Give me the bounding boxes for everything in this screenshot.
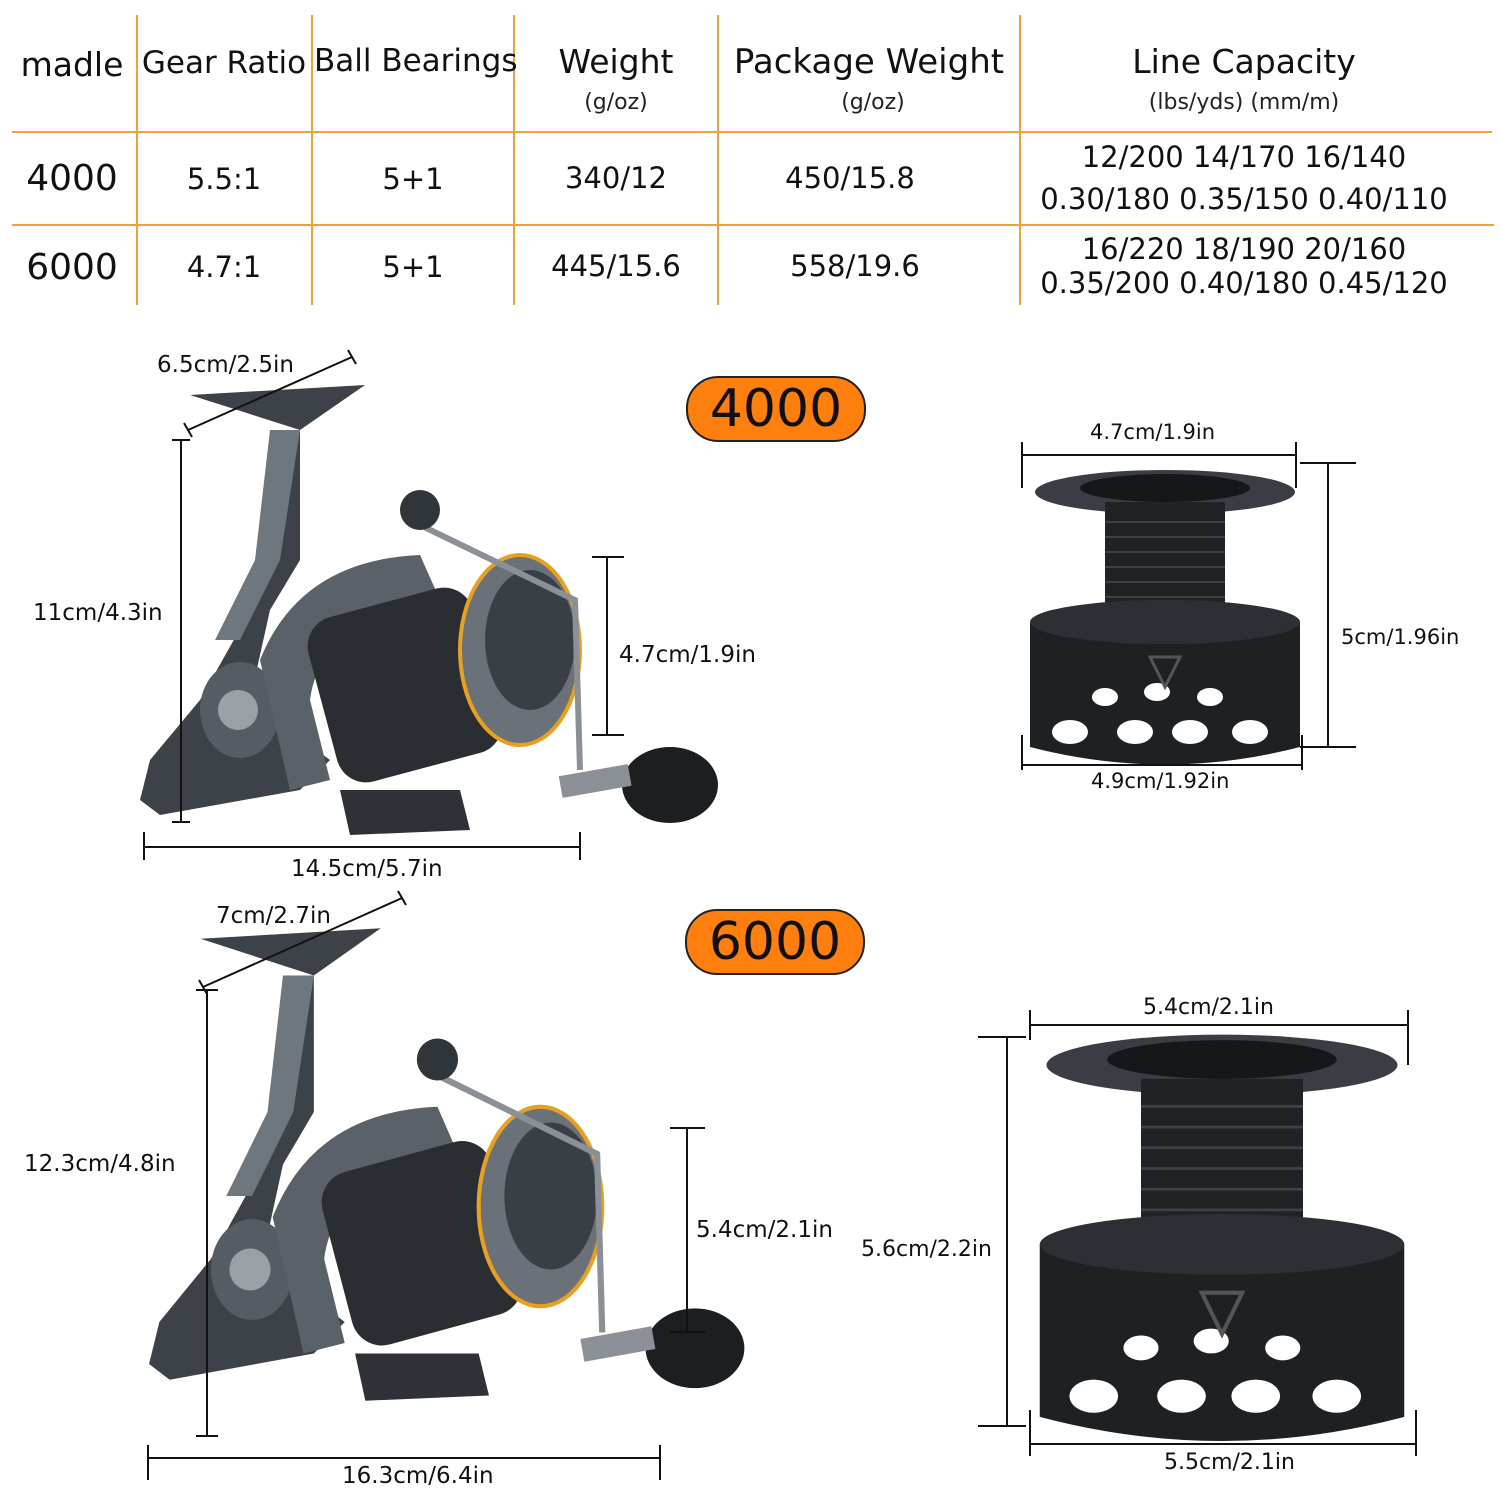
model-badge-4000: 4000 (686, 376, 866, 442)
spool-top-width-label: 4.7cm/1.9in (1090, 420, 1216, 444)
reel-rotor-width-label: 7cm/2.7in (216, 903, 331, 929)
header-line-capacity-unit: (lbs/yds) (mm/m) (1148, 90, 1340, 115)
reel-length-label: 16.3cm/6.4in (342, 1463, 494, 1489)
divider (136, 15, 138, 305)
header-weight: Weight (558, 42, 674, 81)
reel-length-label: 14.5cm/5.7in (291, 856, 443, 882)
spool-bottom-width-label: 4.9cm/1.92in (1091, 769, 1230, 793)
cell-gear-ratio: 5.5:1 (186, 162, 262, 196)
divider (311, 15, 313, 305)
header-gear-ratio: Gear Ratio (141, 45, 307, 81)
cell-model: 4000 (26, 158, 118, 199)
reel-spool-height-label: 4.7cm/1.9in (619, 642, 756, 668)
spool-6000-image (1040, 1035, 1405, 1441)
reel-spool-height-label: 5.4cm/2.1in (696, 1217, 833, 1243)
reel-4000-image (140, 385, 718, 835)
dimension-lines (143, 349, 1417, 1480)
spool-top-width-label: 5.4cm/2.1in (1143, 995, 1274, 1020)
header-package-weight-unit: (g/oz) (841, 90, 905, 115)
reel-rotor-width-label: 6.5cm/2.5in (157, 352, 294, 378)
spool-height-label: 5.6cm/2.2in (861, 1237, 992, 1262)
spool-bottom-width-label: 5.5cm/2.1in (1164, 1450, 1295, 1475)
cell-bearings: 5+1 (382, 250, 444, 284)
cell-model: 6000 (26, 247, 118, 288)
divider (513, 15, 515, 305)
cell-weight: 445/15.6 (551, 249, 681, 283)
header-package-weight: Package Weight (733, 42, 1005, 82)
divider (12, 131, 1492, 133)
cell-package-weight: 450/15.8 (785, 161, 915, 195)
spool-4000-image (1028, 468, 1302, 766)
divider (717, 15, 719, 305)
cell-package-weight: 558/19.6 (790, 249, 920, 283)
header-weight-unit: (g/oz) (584, 90, 648, 115)
reel-height-label: 11cm/4.3in (33, 600, 163, 626)
reel-height-label: 12.3cm/4.8in (24, 1151, 176, 1177)
header-model: madle (20, 45, 124, 84)
cell-bearings: 5+1 (382, 162, 444, 196)
model-badge-6000: 6000 (685, 909, 865, 975)
cell-gear-ratio: 4.7:1 (186, 250, 262, 284)
cell-line-mm: 0.30/180 0.35/150 0.40/110 (1040, 182, 1448, 216)
header-line-capacity: Line Capacity (1132, 42, 1356, 81)
cell-line-lbs: 12/200 14/170 16/140 (1081, 140, 1407, 174)
reel-6000-image (149, 928, 744, 1401)
spool-height-label: 5cm/1.96in (1341, 625, 1460, 649)
divider (12, 224, 1494, 226)
divider (1019, 15, 1021, 305)
cell-line-lbs: 16/220 18/190 20/160 (1081, 232, 1407, 266)
header-ball-bearings: Ball Bearings (314, 43, 518, 79)
cell-line-mm: 0.35/200 0.40/180 0.45/120 (1040, 266, 1448, 300)
cell-weight: 340/12 (564, 161, 668, 195)
